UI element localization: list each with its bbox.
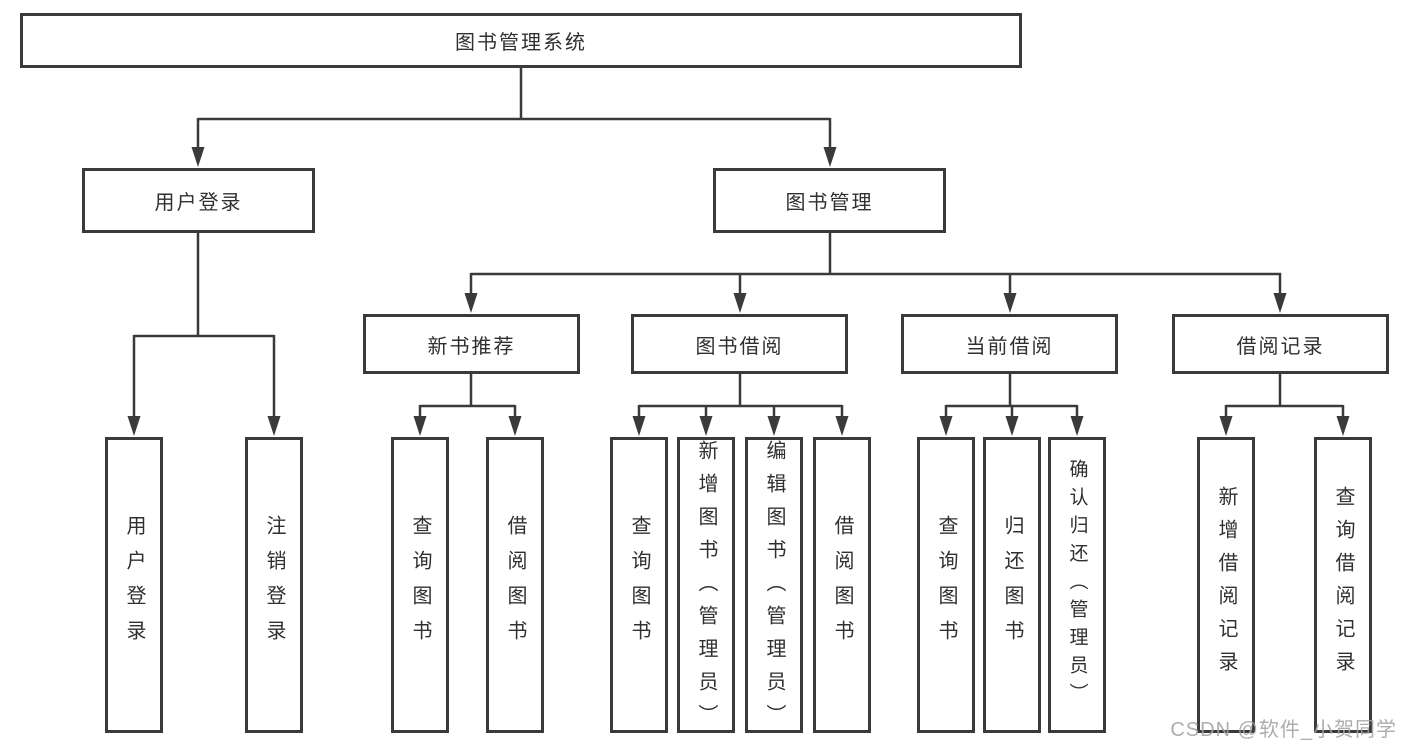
leaf-borrow-books-label: 借阅图书 xyxy=(831,515,853,655)
leaf-return-books-label: 归还图书 xyxy=(1001,515,1023,655)
leaf-borrow-books-recommend: 借阅图书 xyxy=(486,437,544,733)
leaf-query-books-recommend: 查询图书 xyxy=(391,437,449,733)
leaf-return-books: 归还图书 xyxy=(983,437,1041,733)
connector-new-book-to-leaves xyxy=(413,374,522,436)
leaf-borrow-books: 借阅图书 xyxy=(813,437,871,733)
node-new-book-recommend: 新书推荐 xyxy=(363,314,580,374)
node-borrow-records: 借阅记录 xyxy=(1172,314,1389,374)
connector-book-management-to-level3 xyxy=(464,233,1287,313)
leaf-add-borrow-record-label: 新增借阅记录 xyxy=(1215,486,1237,684)
node-user-login: 用户登录 xyxy=(82,168,315,233)
leaf-add-books-admin: 新增图书（管理员） xyxy=(677,437,735,737)
connector-user-login-to-leaves xyxy=(127,233,281,436)
leaf-query-books-current: 查询图书 xyxy=(917,437,975,733)
leaf-query-borrow-record-label: 查询借阅记录 xyxy=(1332,486,1354,684)
leaf-edit-books-admin-label: 编辑图书（管理员） xyxy=(763,440,785,737)
connector-root-to-level2 xyxy=(191,68,837,167)
leaf-query-books-recommend-label: 查询图书 xyxy=(409,515,431,655)
connector-book-borrow-to-leaves xyxy=(632,374,849,436)
leaf-add-borrow-record: 新增借阅记录 xyxy=(1197,437,1255,733)
leaf-user-login: 用户登录 xyxy=(105,437,163,733)
leaf-query-books-borrow-label: 查询图书 xyxy=(628,515,650,655)
node-book-management: 图书管理 xyxy=(713,168,946,233)
leaf-logout: 注销登录 xyxy=(245,437,303,733)
leaf-query-borrow-record: 查询借阅记录 xyxy=(1314,437,1372,733)
leaf-logout-label: 注销登录 xyxy=(263,515,285,655)
leaf-confirm-return-admin: 确认归还（管理员） xyxy=(1048,437,1106,733)
connector-borrow-records-to-leaves xyxy=(1219,374,1350,436)
leaf-borrow-books-recommend-label: 借阅图书 xyxy=(504,515,526,655)
leaf-add-books-admin-label: 新增图书（管理员） xyxy=(695,440,717,737)
leaf-user-login-label: 用户登录 xyxy=(123,515,145,655)
node-book-borrow: 图书借阅 xyxy=(631,314,848,374)
leaf-edit-books-admin: 编辑图书（管理员） xyxy=(745,437,803,737)
leaf-confirm-return-admin-label: 确认归还（管理员） xyxy=(1066,459,1088,711)
connector-current-borrow-to-leaves xyxy=(939,374,1084,436)
leaf-query-books-borrow: 查询图书 xyxy=(610,437,668,733)
node-library-system: 图书管理系统 xyxy=(20,13,1022,68)
csdn-watermark: CSDN @软件_小贺同学 xyxy=(1170,719,1397,741)
leaf-query-books-current-label: 查询图书 xyxy=(935,515,957,655)
node-current-borrow: 当前借阅 xyxy=(901,314,1118,374)
